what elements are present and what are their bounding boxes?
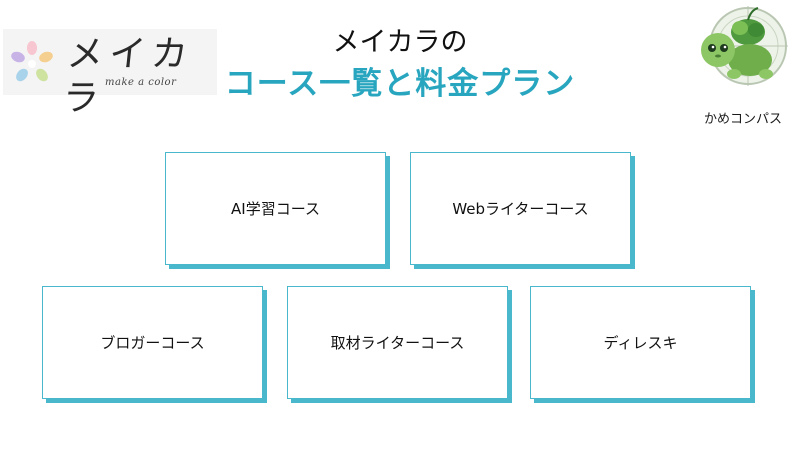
mascot-caption: かめコンパス [703, 112, 782, 127]
page-title-line2: コース一覧と料金プラン [224, 66, 576, 102]
course-card-label: Webライターコース [452, 200, 589, 218]
course-card-web-writer[interactable]: Webライターコース [410, 152, 631, 265]
turtle-compass-mascot-icon [701, 6, 788, 86]
page-title-line1: メイカラの [332, 27, 468, 58]
course-card-label: ブロガーコース [100, 334, 205, 352]
course-card-ai[interactable]: AI学習コース [165, 152, 386, 265]
flower-logo-icon [11, 41, 53, 82]
course-card-label: 取材ライターコース [330, 334, 465, 352]
course-card-diresuki[interactable]: ディレスキ [530, 286, 751, 399]
course-card-label: ディレスキ [603, 334, 678, 352]
course-card-blogger[interactable]: ブロガーコース [42, 286, 263, 399]
brand-logo: メイカラ make a color [3, 29, 217, 119]
logo-tagline: make a color [105, 77, 177, 88]
course-card-label: AI学習コース [231, 200, 320, 218]
course-card-interview-writer[interactable]: 取材ライターコース [287, 286, 508, 399]
